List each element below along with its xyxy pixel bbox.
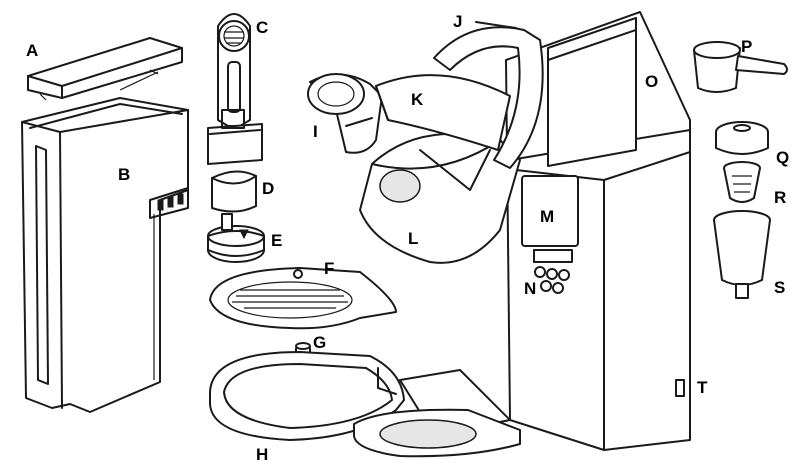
water-reservoir xyxy=(21,97,189,413)
lid-cover xyxy=(375,74,511,151)
pack-holder xyxy=(307,73,383,154)
brew-head xyxy=(359,132,521,264)
brewer-handle xyxy=(433,21,544,169)
label-a-reservoir-lid: A xyxy=(26,41,39,60)
label-o-rear-cover: O xyxy=(645,72,659,91)
reusable-filter-lid xyxy=(715,121,769,155)
label-k-lid-cover: K xyxy=(411,90,424,109)
water-filter-handle xyxy=(207,13,263,165)
rear-cover xyxy=(547,17,637,167)
label-leaders xyxy=(119,71,159,91)
label-p-scoop: P xyxy=(741,37,753,56)
label-f-drip-tray-plate: F xyxy=(324,259,335,278)
label-c-filter-handle: C xyxy=(256,18,269,37)
brewer-base xyxy=(353,369,521,458)
label-q-filter-lid: Q xyxy=(776,148,790,167)
reservoir-lid xyxy=(27,37,183,101)
drip-tray-base xyxy=(209,351,405,441)
filter-holder-base xyxy=(207,213,265,263)
label-s-reusable-cup: S xyxy=(774,278,786,297)
label-e-filter-base: E xyxy=(271,231,283,250)
label-n-buttons: N xyxy=(524,279,537,298)
label-g-tray-post: G xyxy=(313,333,327,352)
label-t-power-switch: T xyxy=(697,378,708,397)
label-i-pack-holder: I xyxy=(313,122,318,141)
water-filter-cartridge xyxy=(211,170,257,213)
label-r-mesh-basket: R xyxy=(774,188,787,207)
label-j-handle: J xyxy=(453,12,463,31)
label-m-display: M xyxy=(540,207,555,226)
label-d-filter-cartridge: D xyxy=(262,179,275,198)
label-l-brew-head: L xyxy=(408,229,419,248)
label-h-drip-tray-base: H xyxy=(256,445,269,464)
coffee-scoop xyxy=(693,41,788,93)
drip-tray-plate xyxy=(209,267,397,330)
mesh-basket xyxy=(723,161,761,203)
reusable-cup xyxy=(713,210,771,299)
label-b-water-reservoir: B xyxy=(118,165,131,184)
